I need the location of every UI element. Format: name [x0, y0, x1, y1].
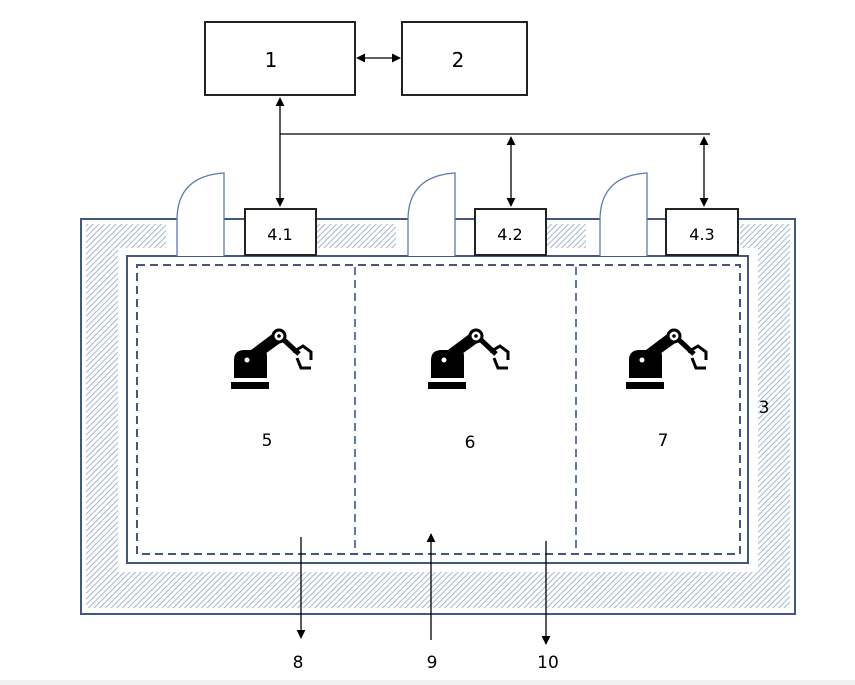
block-2: 2 [401, 21, 528, 96]
door-1 [176, 172, 225, 256]
sensor-4-2: 4.2 [474, 208, 547, 256]
block-2-label: 2 [452, 48, 465, 72]
door-3 [599, 172, 648, 256]
cell-6-label: 6 [465, 433, 476, 453]
sensor-4-3: 4.3 [665, 208, 739, 256]
flow-9-label: 9 [427, 653, 438, 673]
block-1-label: 1 [265, 48, 278, 72]
door-2 [407, 172, 456, 256]
cells-outline [136, 264, 741, 555]
cell-7-label: 7 [658, 431, 669, 451]
cell-5-label: 5 [262, 431, 273, 451]
sensor-4-1-label: 4.1 [267, 225, 292, 244]
sensor-4-1: 4.1 [244, 208, 317, 256]
block-1: 1 [204, 21, 356, 96]
sensor-4-3-label: 4.3 [689, 225, 714, 244]
sensor-4-2-label: 4.2 [497, 225, 522, 244]
enclosure-label: 3 [759, 398, 770, 418]
inner-room [126, 255, 749, 564]
cell-boundaries [136, 264, 741, 555]
bottom-strip [0, 680, 855, 685]
flow-8-label: 8 [293, 653, 304, 673]
flow-10-label: 10 [537, 653, 559, 673]
